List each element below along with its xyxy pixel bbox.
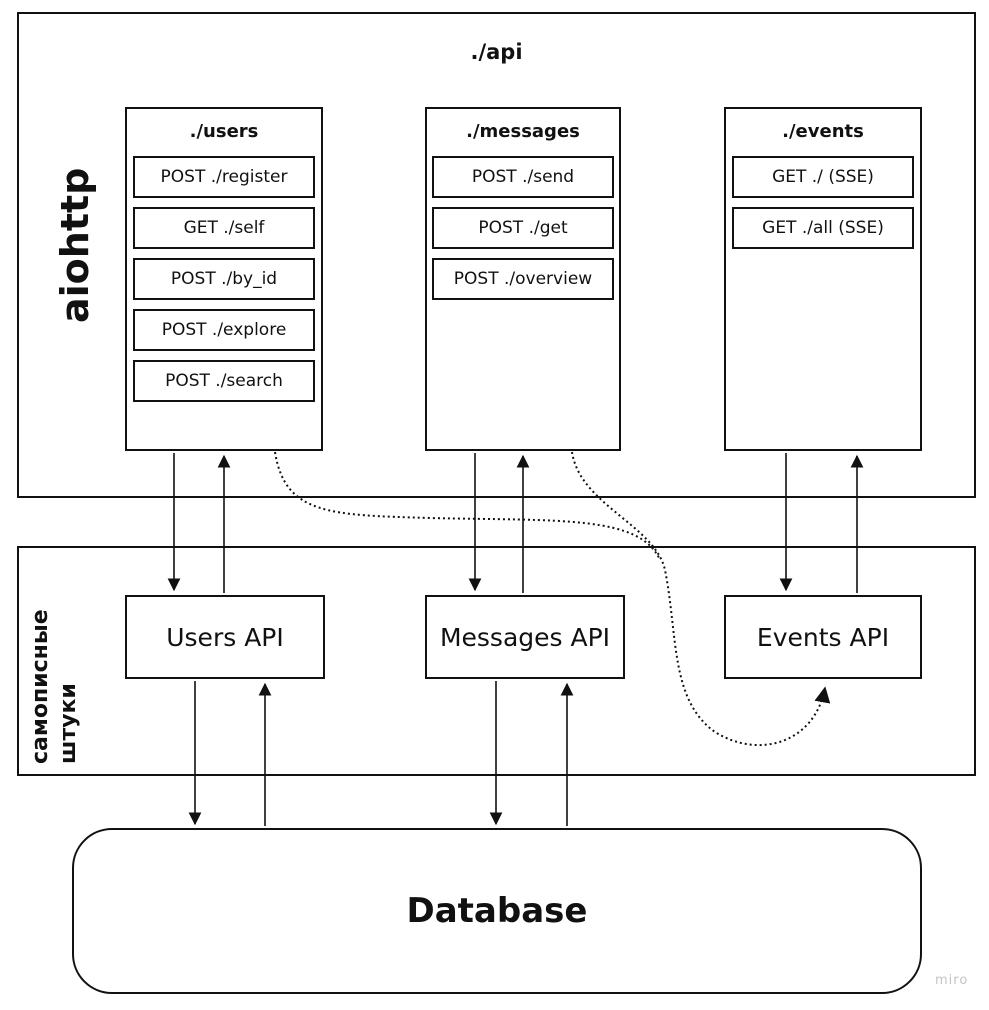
- messages-module: ./messages: [425, 107, 621, 451]
- endpoint-get-all-sse[interactable]: GET ./all (SSE): [732, 207, 914, 249]
- endpoint-post-search[interactable]: POST ./search: [133, 360, 315, 402]
- database-label: Database: [406, 891, 588, 931]
- dotted-flow-messages-to-events: [571, 451, 831, 747]
- users-module: ./users: [125, 107, 323, 451]
- users-api-box[interactable]: Users API: [125, 595, 325, 679]
- events-api-box[interactable]: Events API: [724, 595, 922, 679]
- endpoint-get-sse[interactable]: GET ./ (SSE): [732, 156, 914, 198]
- users-module-title: ./users: [189, 121, 259, 142]
- endpoint-post-by-id[interactable]: POST ./by_id: [133, 258, 315, 300]
- dotted-flow-users: [274, 451, 661, 561]
- database-box[interactable]: Database: [72, 828, 922, 994]
- miro-watermark: miro: [935, 973, 969, 988]
- api-title: ./api: [470, 40, 523, 64]
- endpoint-get-self[interactable]: GET ./self: [133, 207, 315, 249]
- messages-api-box[interactable]: Messages API: [425, 595, 625, 679]
- endpoint-post-get[interactable]: POST ./get: [432, 207, 614, 249]
- endpoint-post-overview[interactable]: POST ./overview: [432, 258, 614, 300]
- endpoint-post-send[interactable]: POST ./send: [432, 156, 614, 198]
- events-module-title: ./events: [782, 121, 864, 142]
- endpoint-post-register[interactable]: POST ./register: [133, 156, 315, 198]
- events-module: ./events: [724, 107, 922, 451]
- endpoint-post-explore[interactable]: POST ./explore: [133, 309, 315, 351]
- messages-module-title: ./messages: [466, 121, 580, 142]
- api-frame: ./api: [17, 12, 976, 498]
